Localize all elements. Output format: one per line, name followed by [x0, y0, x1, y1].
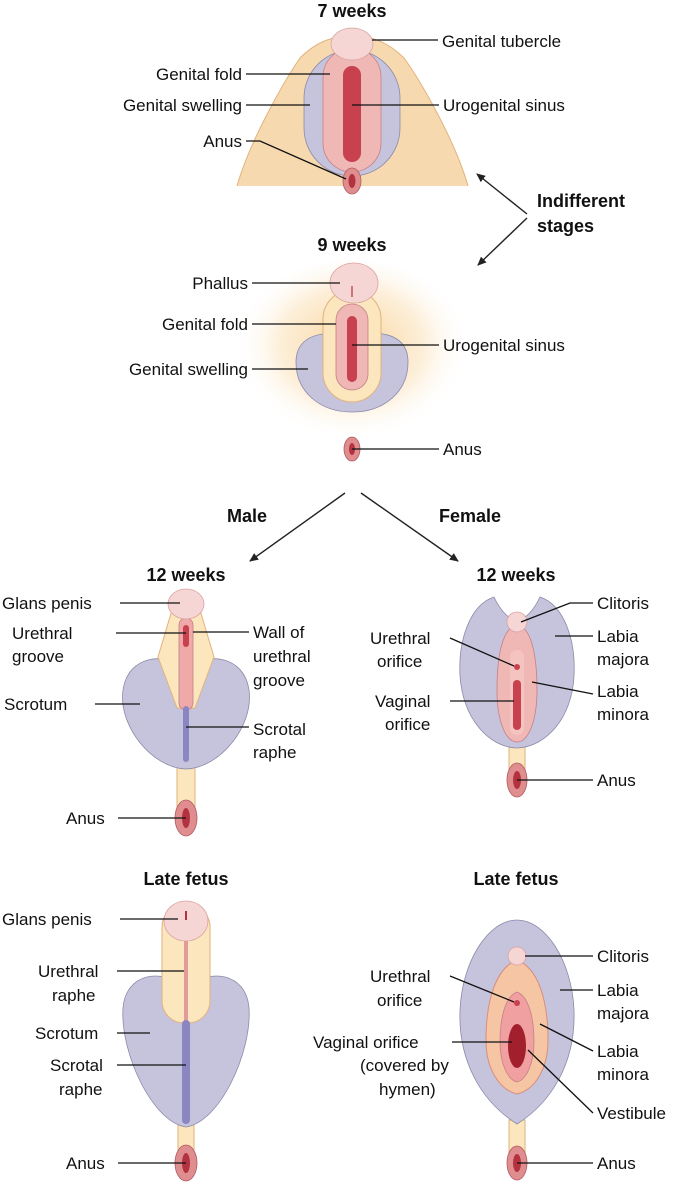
leader-urethral-orifice-female-late [449, 975, 515, 1003]
label-female: Female [439, 506, 501, 526]
label-clitoris-female12: Clitoris [597, 594, 649, 613]
label-stages: stages [537, 216, 594, 236]
label-vaginal-orifice-female-late-3: hymen) [379, 1080, 436, 1099]
stage-7-weeks: 7 weeks Genital tubercle Genital fold Ge… [123, 1, 565, 195]
label-anus-female-late: Anus [597, 1154, 636, 1173]
leader-labia-minora-female-late [539, 1023, 594, 1052]
urogenital-sinus [343, 66, 361, 162]
label-labia-minora-female12-1: Labia [597, 682, 639, 701]
label-vaginal-orifice-female-late-2: (covered by [360, 1056, 449, 1075]
scrotal-raphe-male12 [183, 706, 189, 762]
label-anus-9w: Anus [443, 440, 482, 459]
urethral-groove-male12 [183, 625, 189, 647]
female-late-fetus: Late fetus Clitoris Urethral orifice Lab… [313, 869, 666, 1181]
urethral-orifice-female-late [514, 1000, 520, 1006]
label-urethral-male12-1: Urethral [12, 624, 72, 643]
arrow-to-female [360, 492, 459, 562]
label-indifferent: Indifferent [537, 191, 625, 211]
label-wall-male12-2: urethral [253, 647, 311, 666]
stage-9-weeks: 9 weeks Phallus Genital fold Urogenital … [129, 235, 565, 462]
label-urethral-raphe-male-late-1: Urethral [38, 962, 98, 981]
male-12-weeks: 12 weeks Glans penis Urethral groove Wal… [2, 565, 311, 837]
label-urethral-orifice-female12-2: orifice [377, 652, 422, 671]
label-clitoris-female-late: Clitoris [597, 947, 649, 966]
label-labia-minora-female-late-1: Labia [597, 1042, 639, 1061]
arrow-to-9-weeks [477, 217, 528, 266]
label-labia-majora-female12-1: Labia [597, 627, 639, 646]
label-glans-penis-male12: Glans penis [2, 594, 92, 613]
leader-vestibule-female-late [527, 1049, 594, 1114]
vaginal-orifice-female-late [508, 1024, 526, 1068]
label-scrotal-raphe-male-late-1: Scrotal [50, 1056, 103, 1075]
label-scrotum-male-late: Scrotum [35, 1024, 98, 1043]
clitoris-female12 [506, 611, 528, 633]
label-vaginal-orifice-female12-2: orifice [385, 715, 430, 734]
female-12-weeks: 12 weeks Clitoris Urethral orifice Labia… [370, 565, 650, 798]
label-urethral-orifice-female12-1: Urethral [370, 629, 430, 648]
label-urethral-orifice-female-late-1: Urethral [370, 967, 430, 986]
label-vaginal-orifice-female-late-1: Vaginal orifice [313, 1033, 419, 1052]
indifferent-stages-callout: Indifferent stages [476, 173, 625, 266]
label-wall-male12-1: Wall of [253, 623, 305, 642]
label-genital-swelling-9w: Genital swelling [129, 360, 248, 379]
label-vaginal-orifice-female12-1: Vaginal [375, 692, 430, 711]
label-labia-minora-female-late-2: minora [597, 1065, 650, 1084]
label-labia-majora-female-late-2: majora [597, 1004, 650, 1023]
label-genital-fold-7w: Genital fold [156, 65, 242, 84]
label-anus-female12: Anus [597, 771, 636, 790]
label-urogenital-sinus-9w: Urogenital sinus [443, 336, 565, 355]
urogenital-sinus-9w [347, 316, 357, 382]
arrow-to-male [249, 492, 346, 562]
leader-anus-7w [246, 140, 347, 180]
label-male: Male [227, 506, 267, 526]
label-scrotal-raphe-male12-2: raphe [253, 743, 296, 762]
label-genital-tubercle: Genital tubercle [442, 32, 561, 51]
anus-7w-center [348, 174, 356, 188]
sex-differentiation-branch: Male Female [227, 492, 501, 562]
label-labia-majora-female-late-1: Labia [597, 981, 639, 1000]
genital-tubercle [330, 27, 374, 61]
label-scrotal-raphe-male-late-2: raphe [59, 1080, 102, 1099]
urethral-raphe-male-late [184, 930, 188, 1022]
label-anus-7w: Anus [203, 132, 242, 151]
label-urethral-raphe-male-late-2: raphe [52, 986, 95, 1005]
label-scrotum-male12: Scrotum [4, 695, 67, 714]
glans-penis-male12 [167, 588, 205, 620]
urethral-orifice-female12 [514, 664, 520, 670]
title-9-weeks: 9 weeks [317, 235, 386, 255]
label-phallus: Phallus [192, 274, 248, 293]
leader-labia-minora-female12 [531, 681, 594, 695]
label-wall-male12-3: groove [253, 671, 305, 690]
clitoris-female-late [507, 946, 527, 966]
label-genital-swelling-7w: Genital swelling [123, 96, 242, 115]
label-anus-male-late: Anus [66, 1154, 105, 1173]
title-female-12-weeks: 12 weeks [476, 565, 555, 585]
title-male-12-weeks: 12 weeks [146, 565, 225, 585]
title-7-weeks: 7 weeks [317, 1, 386, 21]
label-scrotal-raphe-male12-1: Scrotal [253, 720, 306, 739]
arrow-to-7-weeks [476, 173, 528, 215]
title-female-late: Late fetus [473, 869, 558, 889]
glans-penis-male-late [163, 900, 209, 942]
label-vestibule-female-late: Vestibule [597, 1104, 666, 1123]
label-labia-majora-female12-2: majora [597, 650, 650, 669]
leader-clitoris-female12 [520, 602, 593, 623]
scrotal-raphe-male-late [182, 1020, 190, 1124]
male-late-fetus: Late fetus Glans penis Urethral raphe Sc… [2, 869, 250, 1182]
title-male-late: Late fetus [143, 869, 228, 889]
label-labia-minora-female12-2: minora [597, 705, 650, 724]
label-genital-fold-9w: Genital fold [162, 315, 248, 334]
vaginal-orifice-female12 [513, 680, 521, 730]
label-urethral-male12-2: groove [12, 647, 64, 666]
label-anus-male12: Anus [66, 809, 105, 828]
label-glans-penis-male-late: Glans penis [2, 910, 92, 929]
leader-urethral-orifice-female12 [449, 637, 515, 667]
label-urethral-orifice-female-late-2: orifice [377, 991, 422, 1010]
label-urogenital-sinus-7w: Urogenital sinus [443, 96, 565, 115]
